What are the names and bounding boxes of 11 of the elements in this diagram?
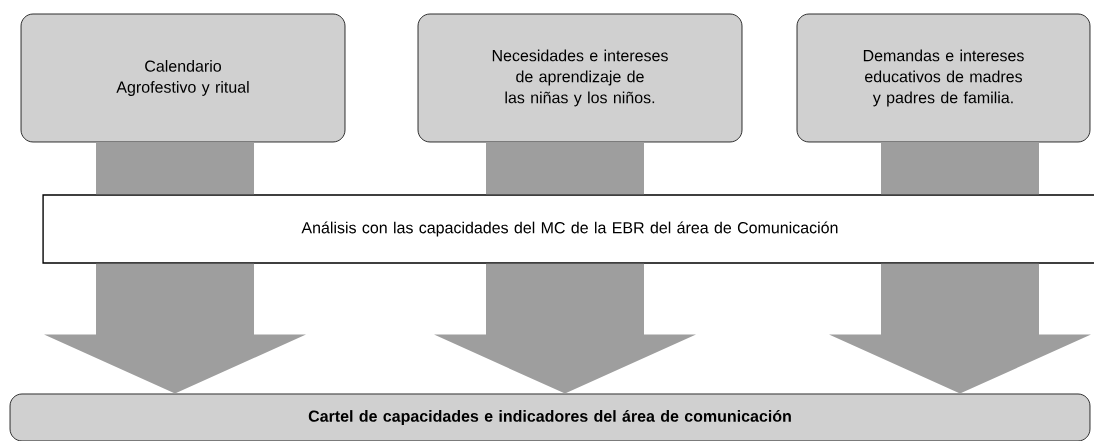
block-arrow [829, 263, 1091, 394]
block-arrow [96, 142, 254, 195]
source-box: Demandas e intereses educativos de madres y padres de familia. [796, 13, 1091, 143]
block-arrow [434, 263, 696, 394]
source-box: Calendario Agrofestivo y ritual [20, 13, 346, 143]
block-arrow [44, 263, 306, 394]
result-box: Cartel de capacidades e indicadores del área de comunicación [9, 393, 1091, 441]
block-arrow [881, 142, 1039, 195]
analysis-box: Análisis con las capacidades del MC de la EBR del área de Comunicación [42, 194, 1094, 264]
block-arrow [486, 142, 644, 195]
source-box: Necesidades e intereses de aprendizaje de las niñas y los niños. [417, 13, 743, 143]
